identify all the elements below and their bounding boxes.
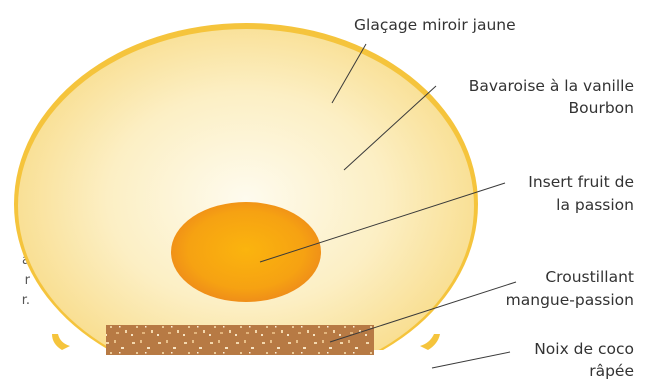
clipped-fragment: r. bbox=[22, 293, 30, 308]
label-croustillant-line2: mangue-passion bbox=[506, 291, 634, 309]
passion-fruit-insert bbox=[171, 202, 321, 302]
label-bavaroise-line2: Bourbon bbox=[569, 99, 634, 117]
leader-coco bbox=[432, 352, 510, 368]
label-insert-line1: Insert fruit de bbox=[528, 173, 634, 191]
glaze-foot-left bbox=[52, 334, 70, 350]
label-glacage: Glaçage miroir jaune bbox=[354, 16, 516, 34]
clipped-fragment: r bbox=[25, 273, 31, 288]
glaze-foot-right bbox=[420, 334, 440, 350]
label-coco-line1: Noix de coco bbox=[534, 340, 634, 358]
label-croustillant-line1: Croustillant bbox=[545, 268, 634, 286]
label-insert-line2: la passion bbox=[556, 196, 634, 214]
crumble-base bbox=[106, 325, 374, 355]
label-coco-line2: râpée bbox=[589, 362, 634, 380]
label-bavaroise-line1: Bavaroise à la vanille bbox=[469, 77, 634, 95]
